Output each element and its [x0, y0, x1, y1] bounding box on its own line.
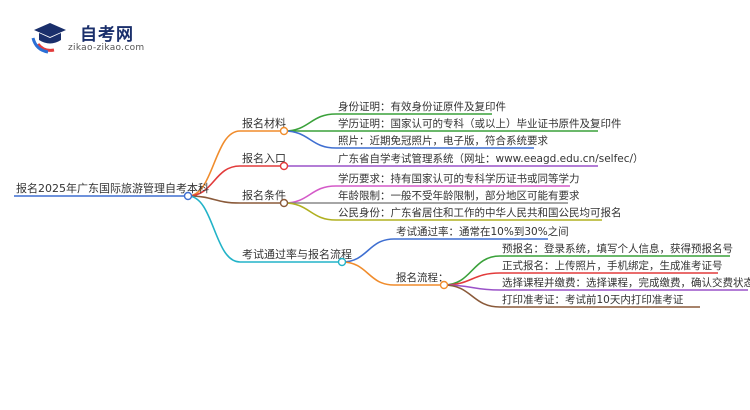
root-node: 报名2025年广东国际旅游管理自考本科: [16, 181, 209, 195]
branch-4-item-2-step-3: 选择课程并缴费：选择课程，完成缴费，确认交费状态: [502, 276, 750, 289]
cap-top: [34, 23, 66, 37]
logo-subtitle: zikao-zikao.com: [68, 43, 145, 53]
branch-1-item-1-link: [283, 113, 337, 132]
branch-4-item-2-step-2: 正式报名：上传照片，手机绑定，生成准考证号: [502, 259, 723, 272]
cap-base: [39, 33, 61, 44]
branch-3: 报名条件: [242, 188, 286, 202]
branch-3-item-1: 学历要求：持有国家认可的专科学历证书或同等学力: [338, 172, 580, 185]
branch-3-item-3: 公民身份：广东省居住和工作的中华人民共和国公民均可报名: [338, 206, 622, 219]
branch-3-item-3-link: [283, 202, 337, 221]
branch-2-toggle[interactable]: [279, 161, 289, 171]
swoosh-blue: [31, 37, 49, 54]
branch-4-item-2-step-4-link: [443, 284, 501, 308]
branch-1: 报名材料: [242, 116, 286, 130]
branch-3-toggle[interactable]: [279, 198, 289, 208]
branch-4-item-2-toggle[interactable]: [439, 280, 449, 290]
logo-title: 自考网: [80, 25, 134, 45]
branch-1-item-3-link: [283, 130, 337, 149]
branch-4-item-2-step-1-link: [443, 255, 501, 286]
branch-3-item-1-link: [283, 185, 337, 204]
branch-4-item-2-step-1: 预报名：登录系统，填写个人信息，获得预报名号: [502, 242, 733, 255]
branch-4-item-2: 报名流程：: [396, 271, 449, 284]
site-logo[interactable]: 自考网 zikao-zikao.com: [30, 18, 170, 58]
branch-4-toggle[interactable]: [337, 257, 347, 267]
root-toggle[interactable]: [183, 191, 193, 201]
branch-4-link: [187, 195, 241, 263]
branch-3-item-2: 年龄限制：一般不受年龄限制，部分地区可能有要求: [338, 189, 580, 202]
branch-1-item-2: 学历证明：国家认可的专科（或以上）毕业证书原件及复印件: [338, 117, 622, 130]
branch-1-link: [187, 130, 241, 197]
mind-map-links: [187, 113, 501, 308]
branch-3-link: [187, 195, 241, 204]
branch-4-item-2-link: [341, 261, 395, 286]
branch-2-link: [187, 165, 241, 197]
branch-1-item-1: 身份证明：有效身份证原件及复印件: [338, 100, 506, 113]
branch-1-toggle[interactable]: [279, 126, 289, 136]
branch-4-item-1: 考试通过率：通常在10%到30%之间: [396, 225, 569, 238]
branch-1-item-3: 照片：近期免冠照片，电子版，符合系统要求: [338, 134, 548, 147]
graduation-cap-icon: [31, 23, 66, 54]
swoosh-red: [36, 43, 55, 52]
branch-4-item-1-link: [341, 238, 395, 263]
branch-4-item-2-step-4: 打印准考证：考试前10天内打印准考证: [502, 293, 684, 306]
branch-2-item-1: 广东省自学考试管理系统（网址：www.eeagd.edu.cn/selfec/）: [338, 152, 644, 165]
branch-2: 报名入口: [242, 151, 286, 165]
branch-4: 考试通过率与报名流程: [242, 247, 352, 261]
mind-map-nodes: 报名2025年广东国际旅游管理自考本科 报名材料 身份证明：有效身份证原件及复印件学…: [14, 100, 750, 308]
